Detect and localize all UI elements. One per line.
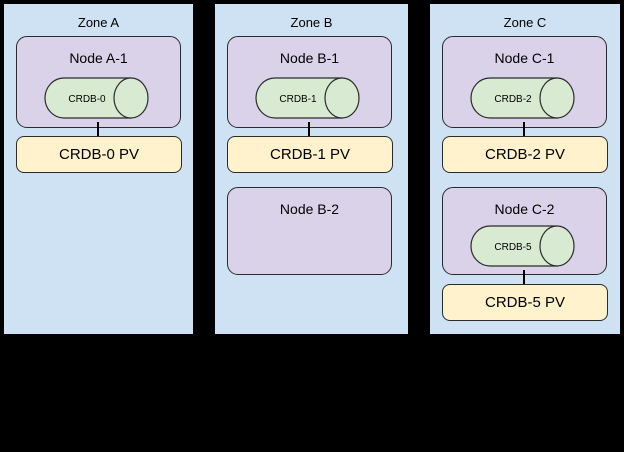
crdb-5-pv-label: CRDB-5 PV xyxy=(484,294,566,311)
crdb-5-cylinder: CRDB-5 xyxy=(469,224,576,268)
crdb-1-pv-box: CRDB-1 PV xyxy=(227,136,393,173)
database-cylinder-icon: CRDB-1 xyxy=(255,77,360,119)
node-c2-label: Node C-2 xyxy=(494,201,555,217)
node-b1: Node B-1 CRDB-1 xyxy=(227,36,392,128)
node-b2-label: Node B-2 xyxy=(279,201,340,217)
crdb-0-cylinder: CRDB-0 xyxy=(43,76,150,120)
crdb-1-pv-label: CRDB-1 PV xyxy=(269,146,351,163)
node-c1: Node C-1 CRDB-2 xyxy=(442,36,607,128)
database-cylinder-icon: CRDB-0 xyxy=(44,77,149,119)
crdb-0-pv-label: CRDB-0 PV xyxy=(58,146,140,163)
zone-b-label: Zone B xyxy=(290,15,333,30)
crdb-0-pv-box: CRDB-0 PV xyxy=(16,136,182,173)
node-a1: Node A-1 CRDB-0 xyxy=(16,36,181,128)
node-b2: Node B-2 xyxy=(227,187,392,275)
connector-line xyxy=(523,122,525,136)
connector-line xyxy=(97,122,99,136)
zone-b: Zone B Node B-1 CRDB-1 CRDB-1 PV Node B-… xyxy=(213,2,410,336)
zone-a: Zone A Node A-1 CRDB-0 CRDB-0 PV xyxy=(2,2,195,336)
database-cylinder-icon: CRDB-5 xyxy=(470,225,575,267)
database-cylinder-icon: CRDB-2 xyxy=(470,77,575,119)
zone-a-label: Zone A xyxy=(77,15,120,30)
crdb-2-pv-box: CRDB-2 PV xyxy=(442,136,608,173)
node-a1-label: Node A-1 xyxy=(69,50,128,66)
crdb-5-pv-box: CRDB-5 PV xyxy=(442,284,608,321)
zone-c: Zone C Node C-1 CRDB-2 CRDB-2 PV Node C-… xyxy=(428,2,622,336)
connector-line xyxy=(523,270,525,284)
zone-c-label: Zone C xyxy=(503,15,547,30)
node-b1-label: Node B-1 xyxy=(279,50,340,66)
crdb-2-label: CRDB-2 xyxy=(494,94,532,105)
node-c2: Node C-2 CRDB-5 xyxy=(442,187,607,275)
crdb-2-pv-label: CRDB-2 PV xyxy=(484,146,566,163)
node-c1-label: Node C-1 xyxy=(494,50,555,66)
crdb-5-label: CRDB-5 xyxy=(494,242,532,253)
crdb-2-cylinder: CRDB-2 xyxy=(469,76,576,120)
crdb-1-label: CRDB-1 xyxy=(279,94,317,105)
crdb-0-label: CRDB-0 xyxy=(68,94,106,105)
connector-line xyxy=(308,122,310,136)
crdb-1-cylinder: CRDB-1 xyxy=(254,76,361,120)
